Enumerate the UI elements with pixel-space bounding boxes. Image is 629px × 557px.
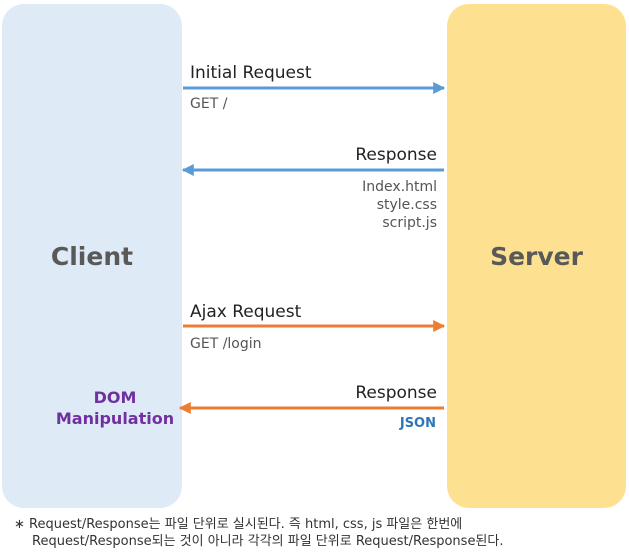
file-index-html: Index.html: [362, 179, 437, 195]
footnote-line2: Request/Response되는 것이 아니라 각각의 파일 단위로 Req…: [32, 534, 504, 549]
client-box: Client: [2, 4, 182, 508]
response-1-files: Index.html style.css script.js: [362, 178, 437, 232]
initial-request-detail: GET /: [190, 96, 228, 112]
dom-manipulation-label: DOM Manipulation: [40, 387, 190, 429]
server-box: Server: [447, 4, 626, 508]
initial-request-label: Initial Request: [190, 63, 312, 83]
response-1-label: Response: [355, 145, 437, 165]
json-label: JSON: [399, 416, 436, 431]
ajax-request-detail: GET /login: [190, 336, 262, 352]
client-label: Client: [50, 242, 134, 271]
server-label: Server: [490, 242, 583, 271]
response-2-label: Response: [355, 383, 437, 403]
ajax-request-label: Ajax Request: [190, 302, 302, 322]
file-script-js: script.js: [382, 215, 437, 231]
footnote-line1: ∗ Request/Response는 파일 단위로 실시된다. 즉 html,…: [14, 517, 463, 532]
footnote: ∗ Request/Response는 파일 단위로 실시된다. 즉 html,…: [14, 516, 504, 550]
file-style-css: style.css: [376, 197, 437, 213]
dom-label-line1: DOM: [93, 388, 137, 407]
dom-label-line2: Manipulation: [55, 409, 175, 428]
